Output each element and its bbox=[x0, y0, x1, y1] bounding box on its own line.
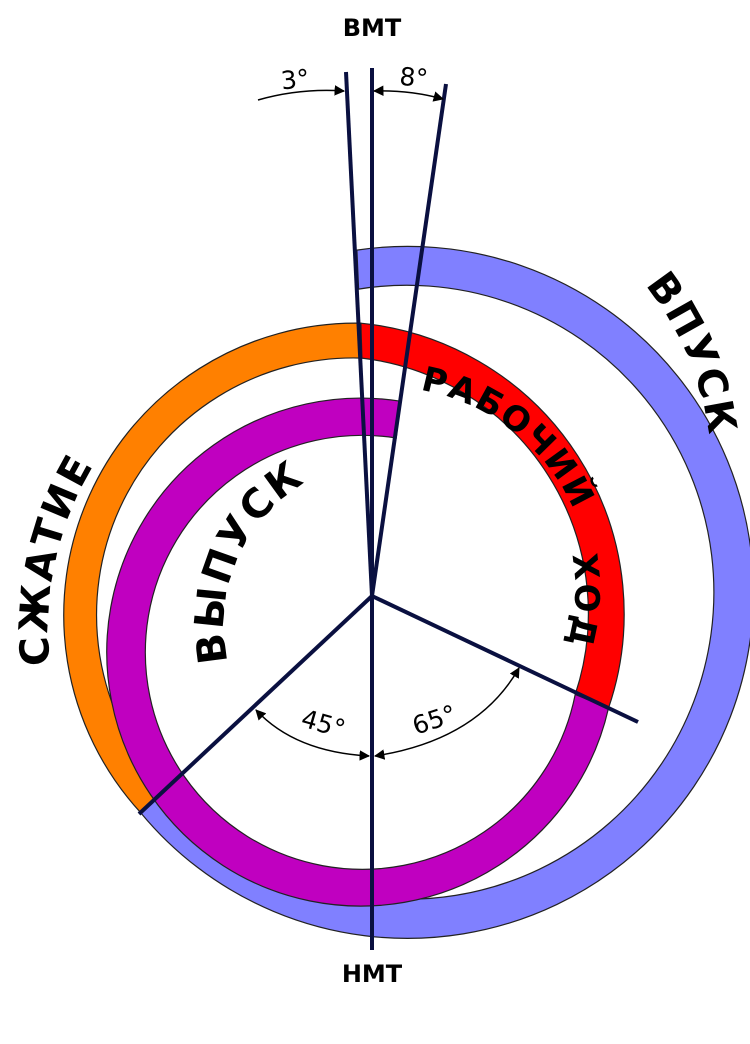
exhaust-ring bbox=[106, 397, 610, 907]
angle-45-label: 45° bbox=[298, 704, 349, 744]
intake-ring bbox=[139, 245, 750, 939]
power-stroke-label-line2: ХОД bbox=[559, 551, 607, 652]
timing-lines bbox=[137, 68, 639, 950]
arc-65deg bbox=[373, 667, 520, 760]
tdc-label: ВМТ bbox=[343, 14, 402, 42]
intake-close-line bbox=[137, 594, 374, 816]
angle-arcs bbox=[255, 85, 520, 761]
arc-3deg bbox=[257, 85, 346, 101]
power-ring bbox=[360, 322, 625, 709]
angle-8-label: 8° bbox=[398, 62, 429, 93]
angle-65-label: 65° bbox=[409, 699, 460, 740]
intake-open-line bbox=[344, 71, 374, 597]
bdc-label: НМТ bbox=[342, 960, 403, 988]
arc-45deg bbox=[255, 709, 371, 761]
angle-3-label: 3° bbox=[279, 64, 310, 96]
exhaust-close-line bbox=[370, 83, 448, 597]
arc-8deg bbox=[372, 85, 445, 102]
exhaust-open-line bbox=[371, 594, 639, 724]
